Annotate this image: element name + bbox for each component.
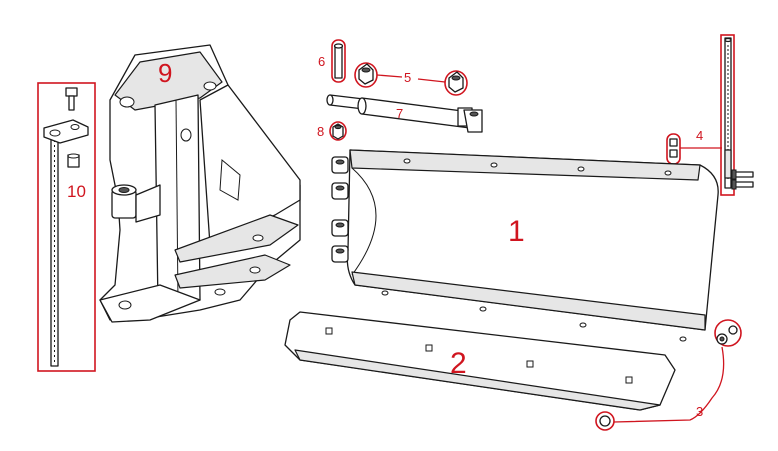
part-8-number: 8 [317,124,324,139]
part-3-number: 3 [696,404,703,419]
part-2-number: 2 [450,347,467,380]
part-6-pin: 6 [318,39,346,83]
part-7-number: 7 [396,106,403,121]
part-10-number: 10 [67,182,86,201]
part-9-mounting-frame: 9 [99,44,301,323]
part-8-nut: 8 [317,121,347,141]
part-2-cutting-edge: 2 [284,311,676,411]
part-10-pin-assembly: 10 [37,82,96,372]
part-4-rod-and-bolts: 4 [666,34,754,196]
part-5-couplings: 5 [354,62,468,96]
part-5-number: 5 [404,70,411,85]
part-6-number: 6 [318,54,325,69]
part-1-blade: 1 [331,149,719,342]
part-1-number: 1 [508,215,525,248]
part-3-fasteners: 3 [595,319,742,431]
part-4-number: 4 [696,128,703,143]
part-10-callout-box [37,82,96,372]
part-7-hydraulic-cylinder: 7 [326,94,483,133]
part-9-number: 9 [158,58,172,88]
